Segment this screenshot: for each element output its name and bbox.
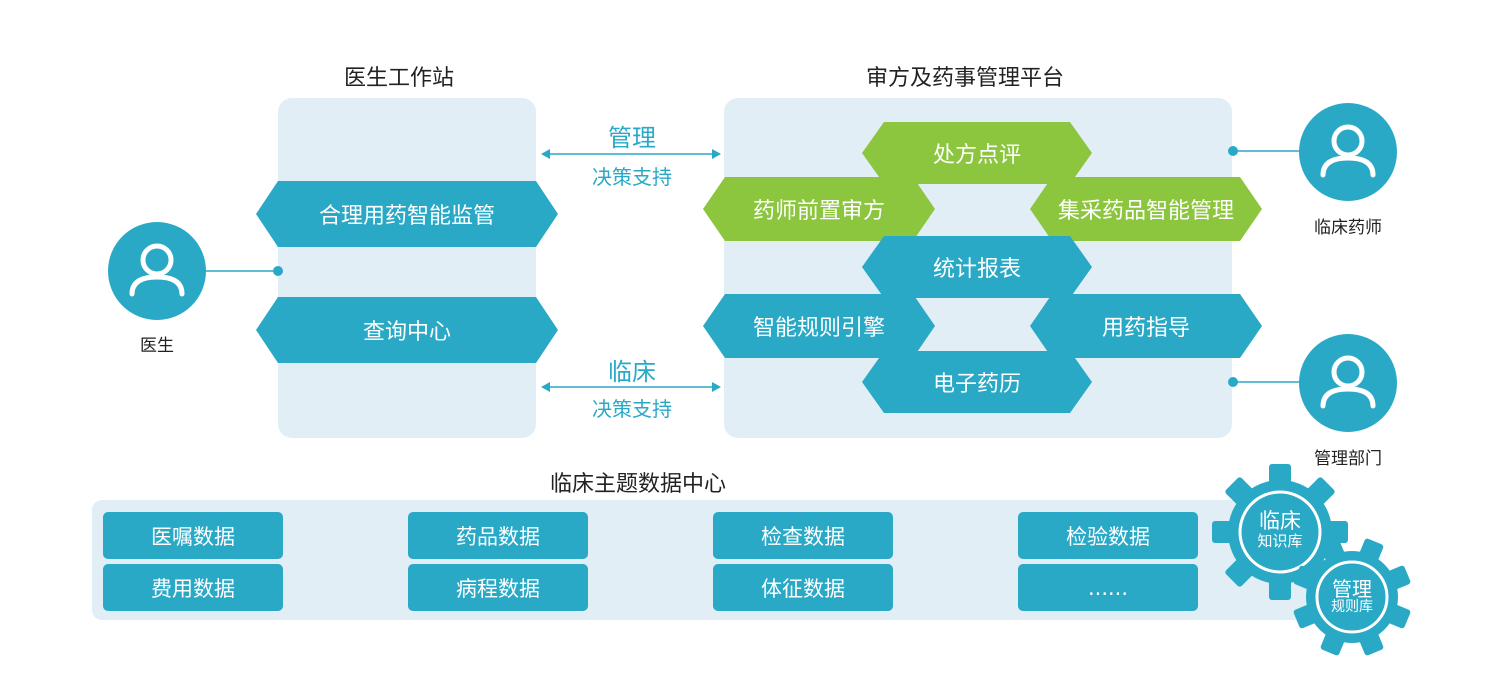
bottom-arrow-main-label: 临床 xyxy=(608,358,656,386)
person-icon xyxy=(129,243,185,297)
hex-shape xyxy=(256,297,558,363)
management-avatar[interactable] xyxy=(1299,334,1397,432)
top-arrow-main-label: 管理 xyxy=(608,124,656,152)
rules-base-line2: 规则库 xyxy=(1331,599,1373,615)
data-cell-more[interactable]: ...... xyxy=(1018,564,1198,611)
pharmacy-item-procurement-management[interactable]: 集采药品智能管理 xyxy=(1030,177,1262,241)
rules-base-line1: 管理 xyxy=(1332,577,1372,601)
data-cell-expenses[interactable]: 费用数据 xyxy=(103,564,283,611)
management-connector xyxy=(1228,377,1304,387)
pharmacy-platform-title: 审方及药事管理平台 xyxy=(866,66,1065,91)
pharmacy-item-medication-guidance[interactable]: 用药指导 xyxy=(1030,294,1262,358)
doctor-avatar[interactable] xyxy=(108,222,206,320)
knowledge-base-line1: 临床 xyxy=(1259,509,1301,533)
hex-shape xyxy=(862,351,1092,413)
pharmacy-item-statistics-report[interactable]: 统计报表 xyxy=(862,236,1092,298)
doctor-connector xyxy=(200,266,283,276)
doctor-caption: 医生 xyxy=(140,336,174,356)
pharmacy-item-rule-engine[interactable]: 智能规则引擎 xyxy=(703,294,935,358)
hex-shape xyxy=(862,122,1092,184)
bottom-arrow-sub-label: 决策支持 xyxy=(592,397,672,421)
pharmacy-item-label: 统计报表 xyxy=(932,257,1021,282)
pharmacy-item-label: 电子药历 xyxy=(932,372,1021,397)
doctor-item-query-center[interactable]: 查询中心 xyxy=(256,297,558,363)
data-cell-vital-signs[interactable]: 体征数据 xyxy=(713,564,893,611)
pharmacy-item-label: 药师前置审方 xyxy=(752,199,885,224)
bottom-double-arrow xyxy=(541,382,721,392)
data-center-title: 临床主题数据中心 xyxy=(550,472,727,497)
knowledge-base-label: 临床 知识库 xyxy=(1248,509,1312,551)
pharmacy-item-electronic-record[interactable]: 电子药历 xyxy=(862,351,1092,413)
hex-shape xyxy=(1030,294,1262,358)
data-cell-exams[interactable]: 检查数据 xyxy=(713,512,893,559)
doctor-station-panel xyxy=(278,98,536,438)
doctor-item-label: 查询中心 xyxy=(362,320,451,345)
pharmacist-connector xyxy=(1228,146,1304,156)
data-cell-drugs[interactable]: 药品数据 xyxy=(408,512,588,559)
rules-base-label: 管理 规则库 xyxy=(1320,578,1384,615)
pharmacy-item-label: 用药指导 xyxy=(1101,316,1190,341)
person-icon xyxy=(1320,124,1376,178)
top-arrow-sub-label: 决策支持 xyxy=(592,165,672,189)
hex-shape xyxy=(1030,177,1262,241)
doctor-station-title: 医生工作站 xyxy=(344,66,455,91)
management-caption: 管理部门 xyxy=(1314,449,1382,469)
hex-shape xyxy=(703,177,935,241)
data-cell-lab-tests[interactable]: 检验数据 xyxy=(1018,512,1198,559)
pharmacist-caption: 临床药师 xyxy=(1314,218,1382,238)
data-cell-progress-notes[interactable]: 病程数据 xyxy=(408,564,588,611)
hex-shape xyxy=(703,294,935,358)
doctor-item-label: 合理用药智能监管 xyxy=(318,204,495,229)
rules-base-gear-icon xyxy=(1293,538,1411,656)
pharmacy-item-label: 集采药品智能管理 xyxy=(1057,199,1234,224)
pharmacy-item-prescription-review[interactable]: 处方点评 xyxy=(862,122,1092,184)
doctor-item-rational-drug-monitoring[interactable]: 合理用药智能监管 xyxy=(256,181,558,247)
hex-shape xyxy=(256,181,558,247)
hex-shape xyxy=(862,236,1092,298)
data-cell-orders[interactable]: 医嘱数据 xyxy=(103,512,283,559)
knowledge-base-line2: 知识库 xyxy=(1257,532,1303,551)
pharmacy-item-label: 处方点评 xyxy=(932,143,1021,168)
pharmacist-avatar[interactable] xyxy=(1299,103,1397,201)
pharmacy-item-label: 智能规则引擎 xyxy=(752,316,885,341)
person-icon xyxy=(1320,355,1376,409)
top-double-arrow xyxy=(541,149,721,159)
pharmacy-item-pre-audit[interactable]: 药师前置审方 xyxy=(703,177,935,241)
